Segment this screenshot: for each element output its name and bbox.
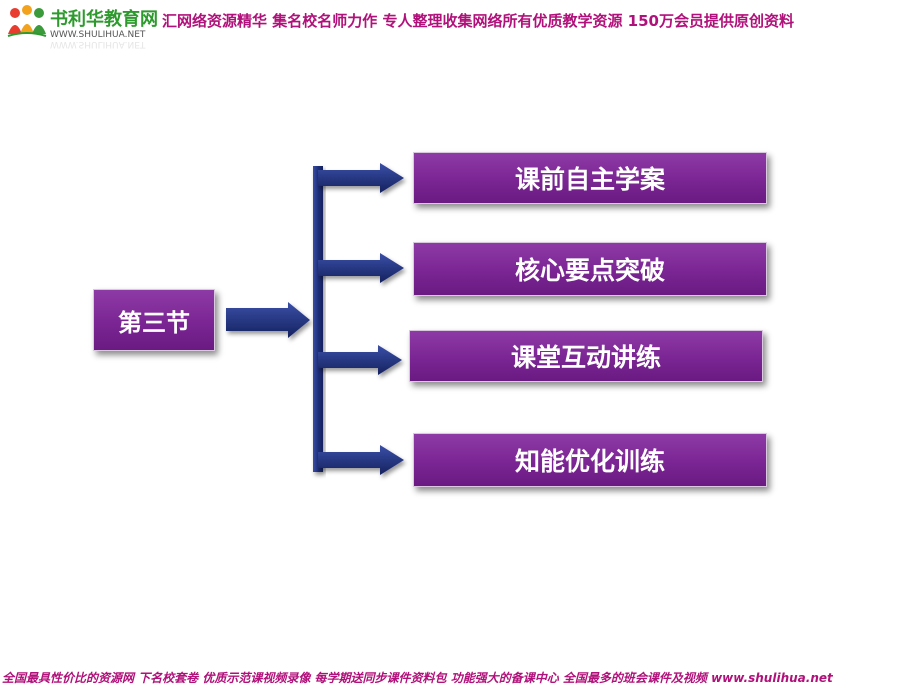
item-box-1[interactable]: 课前自主学案 <box>413 152 767 204</box>
header-slogan: 汇网络资源精华 集名校名师力作 专人整理收集网络所有优质教学资源 150万会员提… <box>162 12 794 30</box>
branch-arrow-1 <box>318 163 404 193</box>
footer-text: 全国最具性价比的资源网 下名校套卷 优质示范课视频录像 每学期送同步课件资料包 … <box>2 671 833 685</box>
people-logo-icon <box>7 5 47 37</box>
root-node-box[interactable]: 第三节 <box>93 289 215 351</box>
logo-url: WWW.SHULIHUA.NET <box>50 30 146 40</box>
root-arrow <box>226 302 310 338</box>
footer-banner: 全国最具性价比的资源网 下名校套卷 优质示范课视频录像 每学期送同步课件资料包 … <box>0 664 920 690</box>
item-box-2[interactable]: 核心要点突破 <box>413 242 767 296</box>
item-box-3[interactable]: 课堂互动讲练 <box>409 330 763 382</box>
branch-arrow-2 <box>318 253 404 283</box>
site-logo[interactable]: 书利华教育网 WWW.SHULIHUA.NET WWW.SHULIHUA.NET <box>6 2 158 49</box>
item-box-4[interactable]: 知能优化训练 <box>413 433 767 487</box>
logo-title: 书利华教育网 <box>50 9 158 30</box>
branch-arrow-3 <box>318 345 402 375</box>
branch-arrow-4 <box>318 445 404 475</box>
vertical-connector-bar <box>313 166 323 472</box>
header-banner: 书利华教育网 WWW.SHULIHUA.NET WWW.SHULIHUA.NET… <box>0 0 920 49</box>
